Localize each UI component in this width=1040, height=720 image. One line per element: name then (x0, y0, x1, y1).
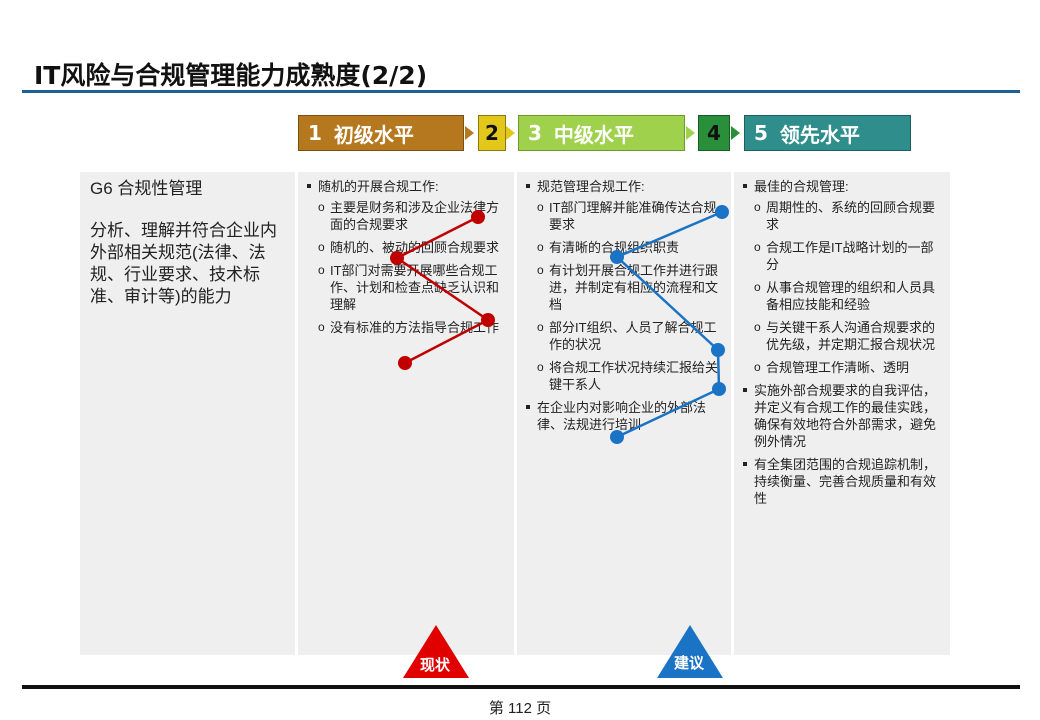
footer-divider (22, 685, 1020, 689)
capability-name: G6 合规性管理 (90, 179, 203, 198)
capability-column: G6 合规性管理 分析、理解并符合企业内外部相关规范(法律、法规、行业要求、技术… (80, 172, 295, 655)
list-item: 合规工作是IT战略计划的一部分 (754, 239, 942, 273)
current-state-label: 现状 (420, 656, 451, 674)
list-item: 有计划开展合规工作并进行跟进，并制定有相应的流程和文档 (537, 262, 723, 313)
level-1-column: 随机的开展合规工作: 主要是财务和涉及企业法律方面的合规要求 随机的、被动的回顾… (298, 172, 514, 655)
list-item: 与关键干系人沟通合规要求的优先级，并定期汇报合规状况 (754, 319, 942, 353)
stage-label: 领先水平 (779, 122, 860, 147)
stage-arrow-icon (465, 126, 474, 140)
stage-level-3: 3 中级水平 (518, 115, 685, 151)
page-title: IT风险与合规管理能力成熟度(2/2) (34, 61, 428, 90)
list-item: IT部门对需要开展哪些合规工作、计划和检查点缺乏认识和理解 (318, 262, 506, 313)
stage-level-4: 4 (698, 115, 730, 151)
stage-number: 1 (308, 121, 322, 145)
list-item: 部分IT组织、人员了解合规工作的状况 (537, 319, 723, 353)
capability-description: 分析、理解并符合企业内外部相关规范(法律、法规、行业要求、技术标准、审计等)的能… (90, 221, 277, 306)
stage-number: 5 (754, 121, 768, 145)
list-item: 从事合规管理的组织和人员具备相应技能和经验 (754, 279, 942, 313)
stage-number: 3 (528, 121, 542, 145)
level-3-heading: 规范管理合规工作: IT部门理解并能准确传达合规要求 有清晰的合规组织职责 有计… (525, 178, 723, 393)
stage-arrow-icon (506, 126, 515, 140)
stage-level-2: 2 (478, 115, 506, 151)
list-item: 有清晰的合规组织职责 (537, 239, 723, 256)
stage-number: 2 (485, 121, 499, 145)
stage-level-1: 1 初级水平 (298, 115, 464, 151)
level-5-heading: 最佳的合规管理: 周期性的、系统的回顾合规要求 合规工作是IT战略计划的一部分 … (742, 178, 942, 376)
stage-arrow-icon (686, 126, 695, 140)
list-item: 合规管理工作清晰、透明 (754, 359, 942, 376)
level-3-column: 规范管理合规工作: IT部门理解并能准确传达合规要求 有清晰的合规组织职责 有计… (517, 172, 731, 655)
list-item: 将合规工作状况持续汇报给关键干系人 (537, 359, 723, 393)
list-item: 随机的、被动的回顾合规要求 (318, 239, 506, 256)
stage-label: 中级水平 (553, 122, 634, 147)
list-item: IT部门理解并能准确传达合规要求 (537, 199, 723, 233)
stage-level-5: 5 领先水平 (744, 115, 911, 151)
stage-number: 4 (707, 121, 721, 145)
stage-arrow-icon (731, 126, 740, 140)
list-item: 周期性的、系统的回顾合规要求 (754, 199, 942, 233)
page-number: 第 112 页 (488, 700, 552, 717)
level-5-extra: 有全集团范围的合规追踪机制，持续衡量、完善合规质量和有效性 (742, 456, 942, 507)
target-state-label: 建议 (674, 654, 705, 672)
level-5-column: 最佳的合规管理: 周期性的、系统的回顾合规要求 合规工作是IT战略计划的一部分 … (734, 172, 950, 655)
list-item: 没有标准的方法指导合规工作 (318, 319, 506, 336)
level-5-extra: 实施外部合规要求的自我评估，并定义有合规工作的最佳实践，确保有效地符合外部需求，… (742, 382, 942, 450)
list-item: 主要是财务和涉及企业法律方面的合规要求 (318, 199, 506, 233)
level-1-heading: 随机的开展合规工作: 主要是财务和涉及企业法律方面的合规要求 随机的、被动的回顾… (306, 178, 506, 336)
title-divider (22, 90, 1020, 93)
level-3-extra: 在企业内对影响企业的外部法律、法规进行培训 (525, 399, 723, 433)
stage-label: 初级水平 (333, 122, 414, 147)
